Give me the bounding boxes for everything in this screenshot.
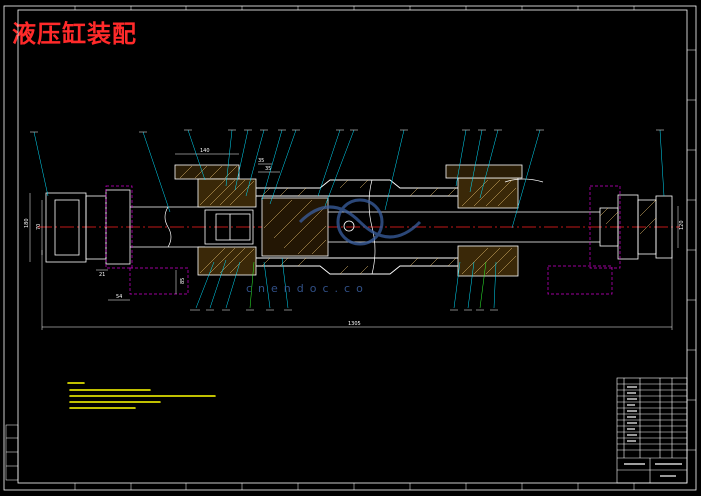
revision-block: [5, 424, 19, 481]
zone-ticks: [74, 6, 696, 490]
barrel-break-line: [368, 179, 376, 275]
dim-140: 140: [200, 148, 210, 154]
title-block-marks: [624, 386, 682, 477]
watermark-logo: [298, 198, 422, 246]
leader-lines-green: [249, 261, 487, 309]
inner-frame: [17, 9, 688, 484]
piston: [215, 197, 329, 257]
front-cap-hatch: [179, 165, 255, 274]
inner-rod: [328, 211, 600, 243]
outer-frame: [3, 5, 697, 491]
piston-hatch: [263, 199, 327, 255]
dim-54: 54: [116, 294, 122, 300]
dim-35a: 35: [265, 166, 271, 172]
barrel-hatch: [261, 179, 457, 275]
dim-70: 70: [36, 224, 42, 230]
rear-cap: [445, 164, 544, 277]
dim-35b: 35: [258, 158, 264, 164]
dim-21: 21: [99, 272, 105, 278]
rod-break-line: [164, 206, 172, 248]
rod-end-right-hatch: [599, 199, 657, 235]
dim-85: 85: [180, 278, 186, 284]
dim-180: 180: [24, 218, 30, 228]
leader-ticks: [30, 129, 664, 311]
front-cap: [174, 164, 257, 276]
technical-notes-lines: [67, 382, 216, 409]
watermark-text: cnendoc.co: [246, 282, 369, 295]
dim-1305: 1305: [348, 321, 361, 327]
dim-120: 120: [679, 220, 685, 230]
dimension-lines: [29, 153, 679, 330]
leader-lines: [33, 129, 665, 309]
hidden-lines: [105, 185, 621, 295]
dimension-labels: 140 35 35 180 70 21 54 85 1305 120: [24, 148, 685, 327]
drawing-title: 液压缸装配: [12, 19, 137, 48]
title-block: [616, 377, 688, 484]
